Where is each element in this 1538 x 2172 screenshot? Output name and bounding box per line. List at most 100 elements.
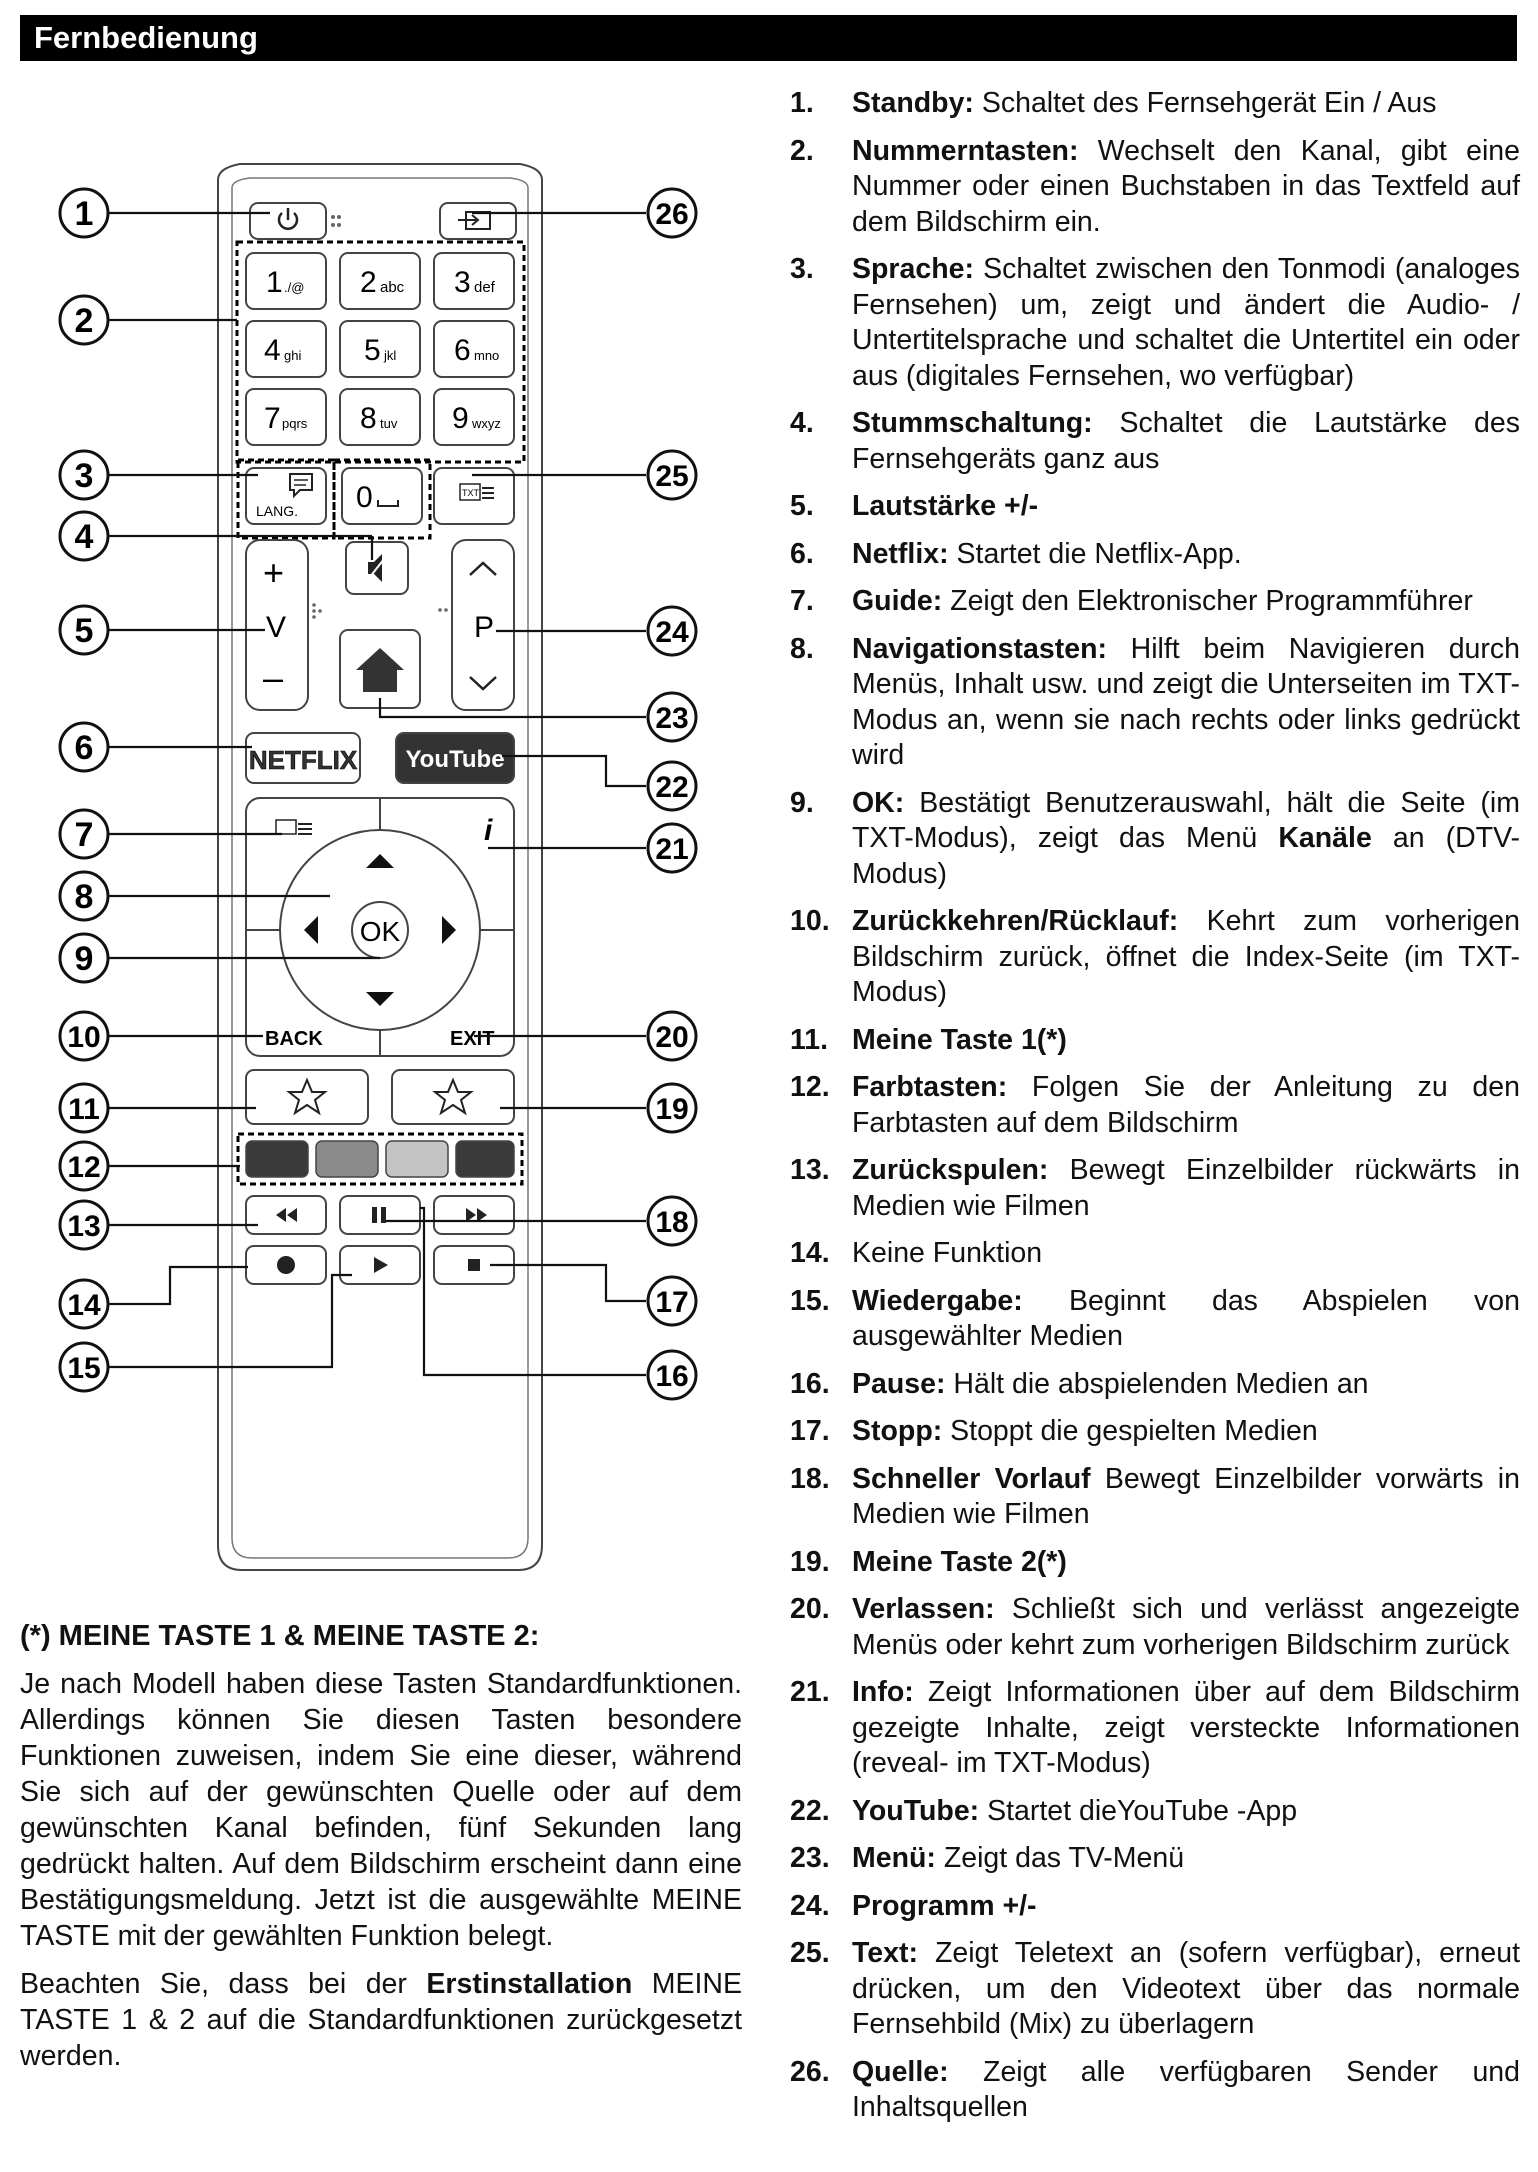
key-8-digit: 8	[360, 402, 377, 435]
key-6[interactable]	[433, 320, 515, 378]
key-4-letters: ghi	[284, 348, 301, 363]
item-number: 9.	[790, 786, 814, 819]
remote-illustration: 1 ./@ 2 abc 3 def 4 ghi 5 jkl 6 mno 7 pq…	[0, 70, 780, 1610]
teletext-icon: TXT	[459, 483, 494, 501]
callout-13: 13	[58, 1199, 110, 1251]
arrow-left-icon[interactable]	[304, 916, 318, 944]
item-text: Navigationstasten: Hilft beim Navigieren…	[852, 632, 1520, 774]
item-number: 18.	[790, 1462, 830, 1495]
key-3[interactable]	[433, 252, 515, 310]
green-button[interactable]	[315, 1140, 379, 1178]
item-term: Netflix:	[852, 537, 949, 570]
lang-button[interactable]	[245, 467, 327, 525]
svg-text:12: 12	[67, 1151, 100, 1184]
item-term: Meine Taste 1(*)	[852, 1023, 1067, 1056]
program-rocker[interactable]	[451, 539, 515, 711]
mute-icon	[365, 553, 389, 583]
svg-text:10: 10	[67, 1021, 100, 1054]
netflix-button[interactable]	[245, 732, 361, 784]
program-up-icon	[469, 561, 497, 576]
item-term: Standby:	[852, 87, 974, 119]
svg-text:8: 8	[75, 878, 94, 916]
item-term: Verlassen:	[852, 1593, 995, 1625]
note-paragraph-1: Je nach Modell haben diese Tasten Standa…	[20, 1668, 742, 1952]
svg-text:16: 16	[655, 1360, 688, 1393]
item-text: Guide: Zeigt den Elektronischer Programm…	[852, 584, 1520, 620]
item-number: 23.	[790, 1842, 830, 1874]
item-text: Meine Taste 2(*)	[852, 1545, 1520, 1581]
callout-8: 8	[58, 870, 110, 922]
svg-text:11: 11	[68, 1093, 100, 1126]
item-description: Hilft beim Navigieren durch Menüs, Inhal…	[852, 632, 1520, 772]
callout-6: 6	[58, 721, 110, 773]
item-term: Schneller Vorlauf	[852, 1462, 1091, 1495]
svg-text:20: 20	[655, 1021, 688, 1054]
item-description: Zeigt Informationen über auf dem Bildsch…	[852, 1676, 1520, 1779]
item-term: Pause:	[852, 1367, 946, 1400]
item-term: Zurückkehren/Rücklauf:	[852, 905, 1179, 937]
blue-button[interactable]	[455, 1140, 515, 1178]
key-4-digit: 4	[264, 334, 281, 367]
callout-5: 5	[58, 604, 110, 656]
netflix-label: NETFLIX	[249, 745, 358, 775]
play-icon	[374, 1257, 388, 1273]
key-8[interactable]	[339, 388, 421, 446]
my-button-note: (*) MEINE TASTE 1 & MEINE TASTE 2: Je na…	[20, 1618, 742, 2086]
key-4[interactable]	[245, 320, 327, 378]
item-text: Zurückkehren/Rücklauf: Kehrt zum vorheri…	[852, 904, 1520, 1011]
item-text: Zurückspulen: Bewegt Einzelbilder rückwä…	[852, 1153, 1520, 1224]
back-label: BACK	[265, 1028, 323, 1050]
item-text: Text: Zeigt Teletext an (sofern verfügba…	[852, 1936, 1520, 2043]
txt-label: TXT	[462, 488, 480, 498]
arrow-up-icon[interactable]	[366, 854, 394, 868]
key-7[interactable]	[245, 388, 327, 446]
item-number: 5.	[790, 490, 814, 522]
svg-text:18: 18	[655, 1206, 688, 1239]
callout-16: 16	[646, 1349, 698, 1401]
key-9[interactable]	[433, 388, 515, 446]
callout-21: 21	[646, 822, 698, 874]
item-number: 6.	[790, 537, 814, 570]
home-icon	[356, 648, 404, 692]
list-item: 8.Navigationstasten: Hilft beim Navigier…	[790, 632, 1520, 774]
red-button[interactable]	[245, 1140, 309, 1178]
yellow-button[interactable]	[385, 1140, 449, 1178]
svg-text:7: 7	[75, 816, 94, 854]
note-paragraph-2: Beachten Sie, dass bei der Erstinstallat…	[20, 1966, 742, 2074]
my-button-2[interactable]	[391, 1069, 515, 1125]
text-button[interactable]	[433, 467, 515, 525]
key-3-digit: 3	[454, 266, 471, 299]
key-8-letters: tuv	[380, 416, 398, 431]
guide-icon	[275, 819, 312, 835]
key-5[interactable]	[339, 320, 421, 378]
item-number: 24.	[790, 1889, 830, 1922]
arrow-right-icon[interactable]	[442, 916, 456, 944]
lang-label: LANG.	[256, 503, 298, 519]
my-button-1[interactable]	[245, 1069, 369, 1125]
list-item: 21.Info: Zeigt Informationen über auf de…	[790, 1675, 1520, 1782]
key-0-digit: 0	[356, 481, 373, 514]
item-term: Farbtasten:	[852, 1071, 1008, 1103]
item-description: Zeigt das TV-Menü	[935, 1842, 1185, 1874]
callout-17: 17	[646, 1275, 698, 1327]
key-7-letters: pqrs	[282, 416, 308, 431]
key-5-digit: 5	[364, 334, 381, 367]
volume-rocker[interactable]	[245, 539, 309, 711]
svg-text:19: 19	[655, 1093, 688, 1126]
record-icon	[277, 1256, 295, 1274]
key-9-digit: 9	[452, 402, 469, 435]
key-2[interactable]	[339, 252, 421, 310]
key-6-letters: mno	[474, 348, 499, 363]
section-header: Fernbedienung	[20, 15, 1517, 61]
key-1[interactable]	[245, 252, 327, 310]
item-number: 19.	[790, 1545, 830, 1578]
item-text: Sprache: Schaltet zwischen den Tonmodi (…	[852, 252, 1520, 394]
key-0[interactable]	[341, 467, 423, 525]
callout-12: 12	[58, 1140, 110, 1192]
item-text: Info: Zeigt Informationen über auf dem B…	[852, 1675, 1520, 1782]
youtube-button[interactable]	[395, 732, 515, 784]
pause-button[interactable]	[339, 1195, 421, 1235]
key-1-letters: ./@	[284, 280, 304, 295]
arrow-down-icon[interactable]	[366, 992, 394, 1006]
callout-22: 22	[646, 760, 698, 812]
